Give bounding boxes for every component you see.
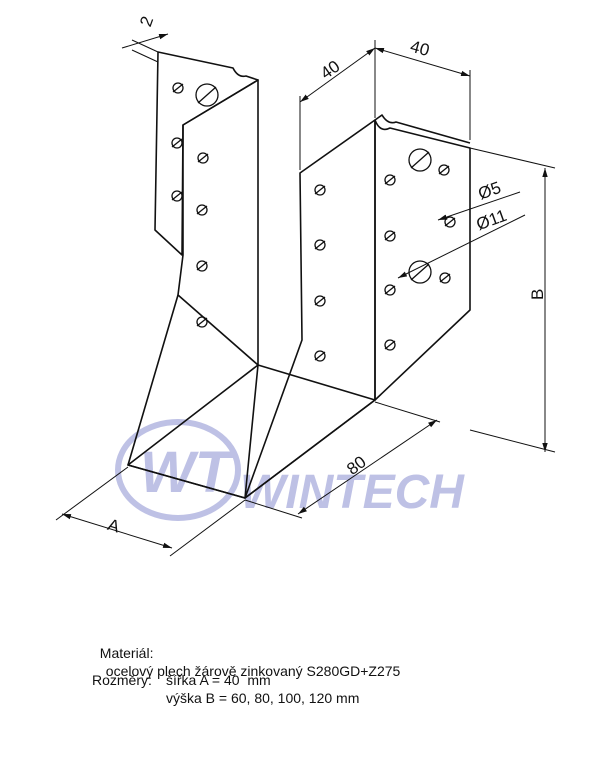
dimension-lines [55,33,556,557]
dim-hole-small-leader [437,191,521,221]
dim-thickness-line [121,33,169,49]
dim-thickness-label: 2 [136,14,157,29]
material-label: Materiál: [99,645,154,661]
right-flange [374,119,471,401]
joist-hanger-drawing: WT WINTECH [55,14,556,557]
right-side-wall [244,119,376,499]
left-side-wall [177,79,259,366]
right-flange-edge [374,114,471,144]
height-spec: výška B = 60, 80, 100, 120 mm [166,690,360,706]
dimensions-label: Rozměry: [92,672,152,688]
dim-side-depth-label: 40 [317,57,343,83]
nail-holes [171,82,456,362]
material-value: ocelový plech žárově zinkovaný S280GD+Z2… [105,663,401,679]
dim-width-line [61,513,173,549]
right-side-holes [314,184,326,362]
dim-width-label: A [105,515,122,537]
dim-side-depth-line [299,47,376,103]
right-flange-holes [384,148,456,351]
dim-hole-large-label: Ø11 [474,206,510,234]
left-side-holes [196,152,209,328]
width-spec: šířka A = 40 mm [166,672,271,688]
dim-height-label: B [528,289,547,300]
left-flange-holes [171,82,219,202]
dim-flange-width-label: 40 [408,37,431,60]
dim-length-line [297,419,438,515]
hanger-outline [127,51,471,499]
dim-hole-small-label: Ø5 [476,178,504,204]
material-row: Materiál: ocelový plech žárově zinkovaný… [92,626,401,680]
watermark-ring [115,419,241,521]
dim-hole-large-leader [397,214,526,279]
left-flange [154,51,259,256]
dim-flange-width-line [374,47,471,77]
